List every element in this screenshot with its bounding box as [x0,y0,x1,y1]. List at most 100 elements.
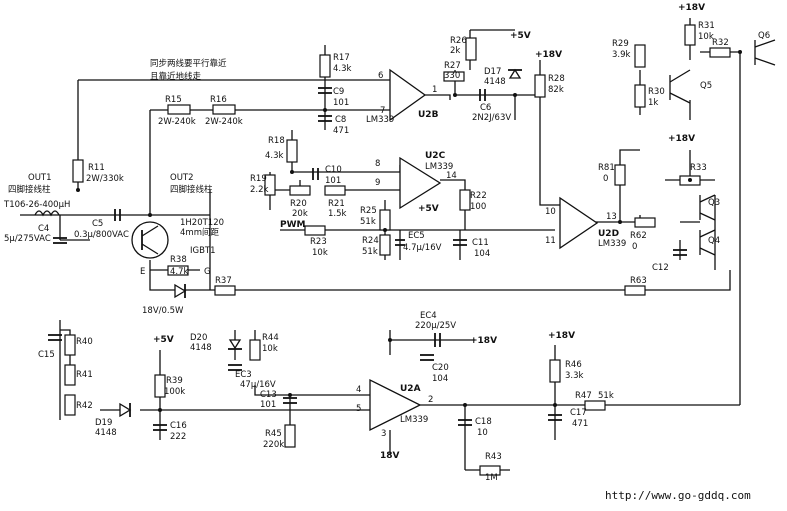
resistor-r17 [319,54,331,78]
component-label: 101 [333,98,349,108]
component-label: R30 [648,87,665,97]
component-label: EC4 [420,311,437,321]
label-igbt1: IGBT1 [190,246,216,256]
component-label: 101 [325,176,341,186]
component-label: C10 [325,165,342,175]
resistor-r28 [534,74,546,98]
source-url: http://www.go-gddq.com [605,489,751,502]
resistor-r18 [286,139,298,163]
component-label: 10 [545,207,556,217]
opamp-u2d [559,196,599,250]
component-label: 51k [598,391,614,401]
component-label: 101 [260,400,276,410]
component-label: U2D [598,229,619,239]
component-label: 104 [432,374,448,384]
component-label: 3 [381,429,386,439]
component-label: 471 [572,419,588,429]
component-label: R26 [450,36,467,46]
component-label: 104 [474,249,490,259]
component-label: +18V [535,50,562,60]
component-label: C5 [92,219,103,229]
coil-inductor [34,210,60,217]
component-label: R31 [698,21,715,31]
component-label: R22 [470,191,487,201]
component-label: R44 [262,333,279,343]
component-label: 8 [375,159,380,169]
label-coil: T106-26-400μH [3,200,70,210]
resistor-r19 [264,174,276,196]
igbt-body [131,221,169,259]
resistor-r47 [584,400,606,411]
component-label: Q6 [758,31,770,41]
component-label: R40 [76,337,93,347]
component-label: C15 [38,350,55,360]
component-label: 4148 [95,428,117,438]
resistor-r29 [634,44,646,68]
component-label: +18V [470,336,497,346]
component-label: 10k [262,344,278,354]
component-label: LM339 [366,115,394,125]
component-label: 47μ/16V [240,380,276,390]
label-out2: OUT2 [170,173,194,183]
component-label: R24 [362,236,379,246]
component-label: R45 [265,429,282,439]
component-label: 100k [164,387,185,397]
component-label: 5 [356,404,361,414]
component-label: 222 [170,432,186,442]
component-label: EC5 [408,231,425,241]
component-label: U2B [418,110,439,120]
transistors [131,39,776,259]
resistor-r27 [443,71,465,82]
component-label: 1M [485,473,498,483]
component-label: C13 [260,390,277,400]
resistor-r20 [289,185,311,196]
component-label: LM339 [425,162,453,172]
resistor-r21 [324,185,346,196]
note-sync-line-2: 且靠近地线走 [150,71,202,82]
resistors [64,24,731,476]
resistor-r25 [379,209,391,231]
resistor-r15 [167,104,191,115]
component-label: 4.7k [170,267,189,277]
resistor-r62 [634,217,656,228]
component-label: R38 [170,255,187,265]
component-label: 10k [312,248,328,258]
opamp-u2c [399,156,442,210]
component-label: 18V [380,451,400,461]
label-out1-desc: 四脚接线柱 [8,184,51,195]
component-label: D20 [190,333,207,343]
capacitors [48,87,687,431]
component-label: 18V/0.5W [142,306,184,316]
component-label: 1k [648,98,658,108]
component-label: +18V [668,134,695,144]
component-label: 1 [432,85,437,95]
component-label: R29 [612,39,629,49]
resistor-r24 [379,234,391,256]
resistor-r44 [249,339,261,361]
component-label: 2.2k [250,185,269,195]
component-label: 0 [632,242,637,252]
component-label: 10k [698,32,714,42]
component-label: 2W-240k [158,117,196,127]
component-label: C20 [432,363,449,373]
resistor-r39 [154,374,166,398]
component-label: R39 [166,376,183,386]
component-label: R25 [360,206,377,216]
component-label: R23 [310,237,327,247]
component-label: C16 [170,421,187,431]
component-label: 20k [292,209,308,219]
component-label: R17 [333,53,350,63]
component-label: R33 [690,163,707,173]
component-label: 220k [263,440,284,450]
component-label: R27 [444,61,461,71]
component-label: LM339 [598,239,626,249]
resistor-r38 [167,265,189,276]
component-label: 4148 [190,343,212,353]
component-label: 82k [548,85,564,95]
component-label: C4 [38,224,49,234]
component-label: C9 [333,87,344,97]
component-label: C11 [472,238,489,248]
component-label: R21 [328,199,345,209]
component-label: 220μ/25V [415,321,456,331]
